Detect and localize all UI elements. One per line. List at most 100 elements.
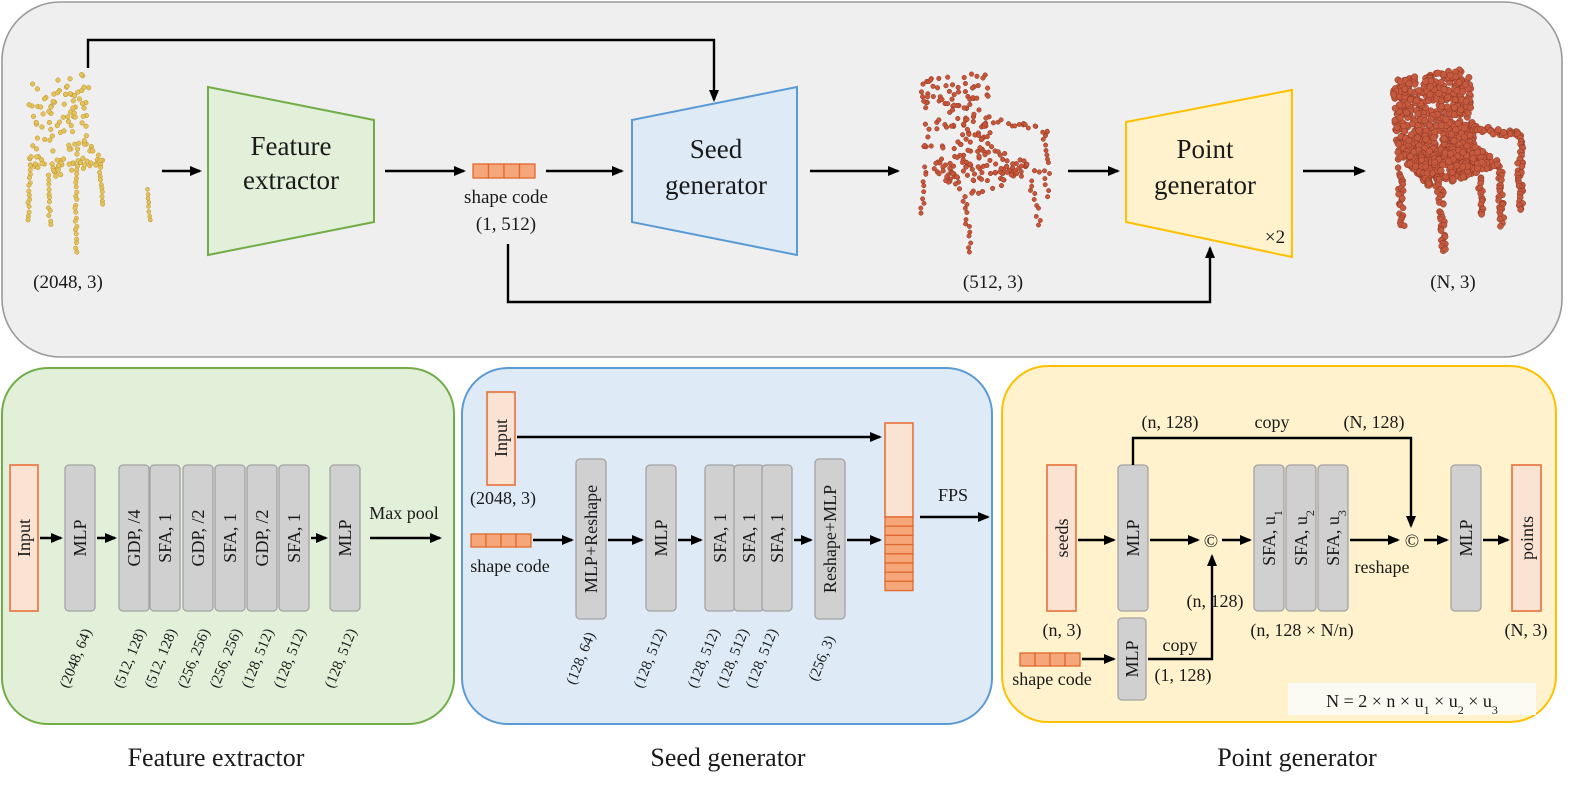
fe-block-mlp-2: MLP [329, 464, 361, 612]
seed-generator-title-2: generator [665, 170, 767, 200]
sg-concat-cell [884, 553, 914, 564]
pg-n128-mid: (n, 128) [1187, 591, 1244, 612]
sg-caption: Seed generator [650, 743, 806, 772]
sg-concat-cell [884, 580, 914, 592]
shape-code-vector [472, 163, 536, 179]
pg-sfa-label-3: SFA, u3 [1323, 510, 1349, 566]
pg-block-sfa-u2: SFA, u2 [1285, 464, 1317, 612]
fe-block-label-6: GDP, /2 [252, 509, 272, 566]
seed-generator-title-1: Seed [690, 134, 743, 164]
pg-one128: (1, 128) [1155, 665, 1212, 686]
fe-block-label-8: MLP [335, 519, 355, 556]
pg-caption: Point generator [1217, 743, 1377, 772]
sg-concat-cell [884, 516, 914, 527]
sg-concat-cell [884, 543, 914, 555]
pg-copy-bottom: copy [1163, 635, 1198, 655]
point-generator-panel: seeds (n, 3) MLP (n, 128) copy (N, 128) … [1001, 365, 1557, 723]
sg-fps-label: FPS [938, 485, 968, 505]
sg-block-sfa-b: SFA, 1 [733, 464, 765, 612]
fe-block-label-1: MLP [70, 519, 90, 556]
output-point-cloud [1390, 66, 1527, 255]
point-generator-title-1: Point [1176, 134, 1234, 164]
pg-points-shape: (N, 3) [1505, 620, 1548, 641]
pg-seeds-box: seeds [1046, 464, 1077, 612]
sg-input-box: Input [486, 391, 516, 486]
feature-extractor-title-1: Feature [251, 131, 332, 161]
repeat-label: ×2 [1265, 227, 1285, 248]
fe-block-gdp-2a: GDP, /2 [182, 464, 214, 612]
overview-panel: (2048, 3) Feature extractor shape code (… [1, 1, 1563, 358]
pg-block-mlp-code: MLP [1117, 617, 1147, 701]
pg-sfa-label-2: SFA, u2 [1291, 510, 1317, 566]
sg-block-mlp-reshape: MLP+Reshape [575, 458, 607, 620]
point-generator-block: Point generator ×2 [1125, 88, 1293, 259]
sg-block-label-5: SFA, 1 [767, 513, 787, 563]
pg-n128-top: (n, 128) [1142, 412, 1199, 433]
pg-sfa-label-1: SFA, u1 [1259, 510, 1285, 566]
sg-shape-code-vector [470, 533, 532, 548]
fe-block-label-7: SFA, 1 [284, 513, 304, 563]
sg-block-label-4: SFA, 1 [739, 513, 759, 563]
sg-block-label-1: MLP+Reshape [581, 485, 601, 593]
pg-sfa-dim: (n, 128 × N/n) [1250, 620, 1353, 641]
sg-block-mlp: MLP [645, 464, 677, 612]
fe-block-sfa-1b: SFA, 1 [214, 464, 246, 612]
pg-points-box: points [1511, 464, 1542, 612]
fe-block-sfa-1a: SFA, 1 [149, 464, 181, 612]
seed-generator-panel: Input (2048, 3) shape code MLP+Reshape M… [461, 367, 993, 725]
pg-shape-code-label: shape code [1012, 669, 1091, 689]
shape-code-dim: (1, 512) [476, 214, 536, 235]
fe-caption: Feature extractor [128, 743, 305, 772]
seed-point-cloud [918, 71, 1052, 255]
fe-input-box: Input [9, 464, 39, 612]
fe-input-label: Input [14, 519, 34, 557]
pg-block-mlp-out: MLP [1450, 464, 1482, 612]
sg-concat-cell [884, 571, 914, 583]
sg-concat-stack [884, 422, 914, 592]
sg-block-reshape-mlp: Reshape+MLP [814, 458, 846, 620]
pg-block-label-mlp-main: MLP [1123, 519, 1143, 556]
feature-extractor-title-2: extractor [243, 165, 339, 195]
skip-arrow-to-seed [86, 38, 719, 102]
pg-block-sfa-u1: SFA, u1 [1253, 464, 1285, 612]
pg-N128: (N, 128) [1344, 412, 1405, 433]
sg-concat-cell [884, 525, 914, 537]
pg-block-mlp-main: MLP [1117, 464, 1149, 612]
pg-copy-bottom-arrow [1148, 554, 1217, 661]
sg-block-sfa-c: SFA, 1 [761, 464, 793, 612]
pg-copy-top-arrow [1131, 436, 1416, 528]
sg-input-shape: (2048, 3) [470, 488, 536, 509]
pg-reshape-label: reshape [1355, 557, 1410, 577]
fe-block-gdp-2b: GDP, /2 [246, 464, 278, 612]
fe-block-label-5: SFA, 1 [220, 513, 240, 563]
pg-block-label-mlp-code: MLP [1122, 640, 1142, 677]
sg-block-label-2: MLP [651, 519, 671, 556]
sg-block-label-3: SFA, 1 [710, 513, 730, 563]
pg-copy-top: copy [1255, 412, 1290, 432]
output-shape-label: (N, 3) [1430, 272, 1475, 293]
pg-points-label: points [1517, 516, 1537, 560]
fe-block-label-4: GDP, /2 [188, 509, 208, 566]
feature-extractor-panel: Input MLP GDP, /4 SFA, 1 GDP, /2 SFA, 1 … [1, 367, 455, 725]
seed-shape-label: (512, 3) [963, 272, 1023, 293]
pg-seeds-label: seeds [1052, 519, 1072, 558]
pg-block-label-mlp-out: MLP [1456, 519, 1476, 556]
pg-concat-2: © [1405, 531, 1419, 552]
pg-block-sfa-u3: SFA, u3 [1317, 464, 1349, 612]
input-point-cloud [25, 72, 153, 255]
fe-pool-label: Max pool [369, 503, 439, 523]
sg-block-label-6: Reshape+MLP [820, 485, 840, 593]
arrow-code-to-point [506, 244, 1215, 304]
shape-code-label: shape code [464, 187, 548, 208]
sg-concat-cell [884, 534, 914, 546]
pg-concat-1: © [1204, 531, 1218, 552]
seed-generator-block: Seed generator [631, 85, 798, 257]
pg-seeds-shape: (n, 3) [1043, 620, 1082, 641]
feature-extractor-block: Feature extractor [207, 85, 375, 257]
input-shape-label: (2048, 3) [33, 272, 103, 293]
fe-block-gdp-4: GDP, /4 [118, 464, 150, 612]
point-generator-title-2: generator [1154, 170, 1256, 200]
fe-block-label-3: SFA, 1 [155, 513, 175, 563]
sg-shape-code-label: shape code [470, 556, 549, 576]
